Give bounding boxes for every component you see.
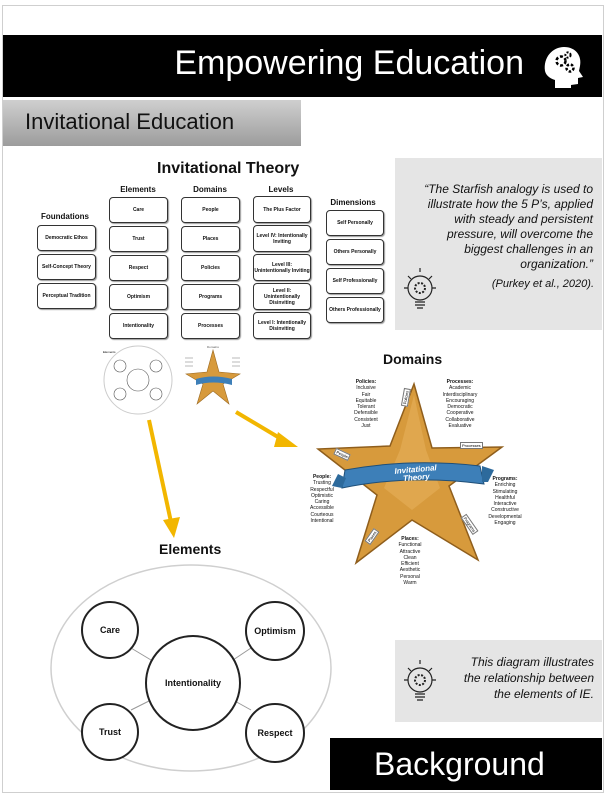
footer-bar: Background bbox=[330, 738, 602, 790]
intentionality-circle: Intentionality bbox=[145, 635, 241, 731]
dimension-box: Self Professionally bbox=[326, 268, 384, 294]
section-header: Invitational Education bbox=[3, 100, 301, 146]
places-item: Personal bbox=[400, 573, 420, 580]
processes-heading: Processes: bbox=[446, 379, 474, 385]
footer-label: Background bbox=[374, 746, 545, 782]
policies-item: Defensible bbox=[354, 410, 378, 417]
diagram-note-text: This diagram illustrates the relationshi… bbox=[463, 655, 594, 701]
policies-group: Policies: Inclusive Fair Equitable Toler… bbox=[346, 379, 386, 429]
level-box: Level IV: Intentionally Inviting bbox=[253, 225, 311, 252]
dimension-box: Others Professionally bbox=[326, 297, 384, 323]
processes-group: Processes: Academic Interdisciplinary En… bbox=[436, 379, 484, 429]
domain-box: Places bbox=[181, 226, 240, 252]
quote-box: “The Starfish analogy is used to illustr… bbox=[395, 158, 602, 330]
element-box: Optimism bbox=[109, 284, 168, 310]
domain-box: People bbox=[181, 197, 240, 223]
programs-group: Programs: Enriching Stimulating Healthfu… bbox=[482, 476, 528, 526]
policies-heading: Policies: bbox=[355, 379, 377, 385]
elements-thumbnail-label: Elements bbox=[103, 350, 116, 354]
lightbulb-gear-icon bbox=[404, 660, 436, 701]
head-gears-icon bbox=[544, 47, 583, 88]
respect-circle: Respect bbox=[245, 703, 305, 763]
optimism-circle: Optimism bbox=[245, 601, 305, 661]
people-item: Courteous bbox=[310, 511, 334, 518]
policies-item: Consistent bbox=[354, 416, 378, 423]
quote-citation: (Purkey et al., 2020). bbox=[491, 278, 594, 290]
people-heading: People: bbox=[312, 474, 332, 480]
people-item: Optimistic bbox=[311, 492, 333, 499]
people-group: People: Trusting Respectful Optimistic C… bbox=[302, 474, 342, 524]
programs-item: Enriching bbox=[494, 482, 516, 489]
foundations-heading: Foundations bbox=[41, 212, 89, 221]
levels-heading: Levels bbox=[268, 185, 294, 194]
lightbulb-gear-icon bbox=[404, 268, 436, 309]
arm-tag-processes: Processes bbox=[460, 442, 483, 449]
places-item: Attractive bbox=[399, 548, 421, 555]
section-title: Invitational Education bbox=[25, 109, 235, 134]
places-item: Clean bbox=[403, 554, 417, 561]
people-item: Trusting bbox=[313, 480, 331, 487]
people-item: Caring bbox=[314, 499, 330, 506]
domain-box: Processes bbox=[181, 313, 240, 339]
programs-item: Healthful bbox=[495, 494, 515, 501]
page-title: Empowering Education bbox=[174, 44, 524, 82]
policies-item: Fair bbox=[361, 391, 371, 398]
element-box: Trust bbox=[109, 226, 168, 252]
dimension-box: Self Personally bbox=[326, 210, 384, 236]
level-box: Level I: Intentionally Disinviting bbox=[253, 312, 311, 339]
title-bar: Empowering Education bbox=[3, 35, 602, 97]
element-box: Respect bbox=[109, 255, 168, 281]
programs-item: Interactive bbox=[493, 501, 517, 508]
processes-item: Academic bbox=[449, 385, 471, 392]
programs-item: Developmental bbox=[488, 513, 522, 520]
elements-heading-large: Elements bbox=[159, 541, 222, 557]
element-box: Intentionality bbox=[109, 313, 168, 339]
programs-item: Engaging bbox=[494, 520, 516, 527]
foundation-box: Perceptual Tradition bbox=[37, 283, 96, 309]
level-box: Level III: Unintentionally Inviting bbox=[253, 254, 311, 281]
trust-circle: Trust bbox=[81, 703, 139, 761]
processes-item: Evaluative bbox=[448, 423, 472, 430]
care-circle: Care bbox=[81, 601, 139, 659]
policies-item: Just bbox=[361, 423, 371, 430]
elements-heading: Elements bbox=[120, 185, 156, 194]
level-box: Level II: Unintentionally Disinviting bbox=[253, 283, 311, 310]
diagram-note-box: This diagram illustrates the relationshi… bbox=[395, 640, 602, 722]
people-item: Intentional bbox=[310, 518, 334, 525]
processes-item: Cooperative bbox=[446, 410, 474, 417]
programs-heading: Programs: bbox=[492, 476, 518, 482]
places-item: Aesthetic bbox=[399, 567, 421, 574]
dimensions-heading: Dimensions bbox=[330, 198, 376, 207]
places-item: Functional bbox=[398, 542, 422, 549]
people-item: Accessible bbox=[310, 505, 334, 512]
policies-item: Tolerant bbox=[357, 404, 375, 411]
level-box: The Plus Factor bbox=[253, 196, 311, 223]
domains-thumbnail-label: Domains bbox=[207, 345, 219, 349]
foundation-box: Self-Concept Theory bbox=[37, 254, 96, 280]
processes-item: Encouraging bbox=[445, 397, 475, 404]
domain-box: Programs bbox=[181, 284, 240, 310]
policies-item: Equitable bbox=[355, 397, 377, 404]
programs-item: Stimulating bbox=[492, 488, 518, 495]
programs-item: Constructive bbox=[491, 507, 519, 514]
processes-item: Interdisciplinary bbox=[442, 391, 478, 398]
dimension-box: Others Personally bbox=[326, 239, 384, 265]
processes-item: Democratic bbox=[447, 404, 473, 411]
element-box: Care bbox=[109, 197, 168, 223]
processes-item: Collaborative bbox=[445, 416, 475, 423]
domains-heading-large: Domains bbox=[383, 351, 443, 367]
quote-text: “The Starfish analogy is used to illustr… bbox=[424, 182, 593, 271]
domain-box: Policies bbox=[181, 255, 240, 281]
places-item: Warm bbox=[403, 580, 417, 587]
domains-heading: Domains bbox=[193, 185, 227, 194]
policies-item: Inclusive bbox=[356, 385, 376, 392]
people-item: Respectful bbox=[310, 486, 334, 493]
foundation-box: Democratic Ethos bbox=[37, 225, 96, 251]
places-group: Places: Functional Attractive Clean Effi… bbox=[390, 536, 430, 586]
places-item: Efficient bbox=[401, 561, 419, 568]
theory-title: Invitational Theory bbox=[157, 160, 300, 177]
places-heading: Places: bbox=[401, 536, 419, 542]
